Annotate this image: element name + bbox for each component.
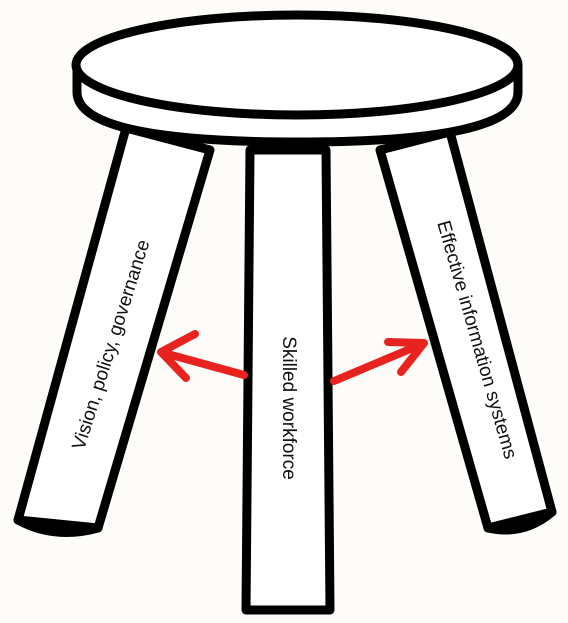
leg-left bbox=[13, 123, 215, 537]
arrow-center-to-left bbox=[157, 330, 248, 382]
leg-label-center: Skilled workforce bbox=[278, 336, 299, 480]
arrow-center-to-right bbox=[330, 338, 428, 385]
leg-center bbox=[241, 145, 335, 615]
stool-seat bbox=[71, 10, 523, 147]
